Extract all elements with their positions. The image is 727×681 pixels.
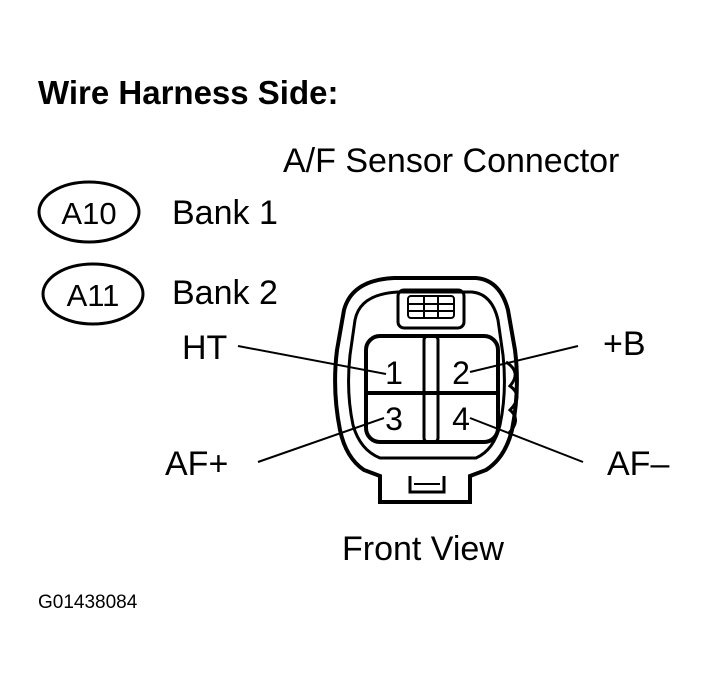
connector-title: A/F Sensor Connector [283, 142, 619, 180]
connector-inner-shell [347, 290, 506, 460]
pin-signal-ht: HT [182, 329, 227, 367]
connector-a11: A11 Bank 2 [41, 262, 278, 326]
pin-signal-b-plus: +B [603, 325, 646, 363]
connector-a10: A10 Bank 1 [37, 180, 278, 244]
pin-number-1: 1 [385, 355, 403, 391]
connector-body [333, 276, 519, 504]
pin-number-4: 4 [452, 401, 470, 437]
pin-number-2: 2 [452, 355, 470, 391]
bank-label-2: Bank 2 [172, 274, 278, 312]
connector-id-a10: A10 [61, 196, 116, 231]
bank-label-1: Bank 1 [172, 194, 278, 232]
bottom-key [408, 476, 446, 494]
connector-outer-shell [333, 276, 519, 504]
figure-code: G01438084 [38, 592, 138, 613]
leader-line-af-plus [257, 417, 385, 463]
connector-id-outline [41, 262, 145, 326]
pin-number-3: 3 [385, 401, 403, 437]
pin-signal-af-minus: AF– [607, 445, 669, 483]
pin-signal-af-plus: AF+ [165, 445, 228, 483]
leader-line-ht [237, 345, 387, 375]
side-keys [505, 360, 519, 436]
heading: Wire Harness Side: [38, 74, 338, 111]
leader-line-af-minus [469, 417, 584, 463]
leader-line-b-plus [469, 345, 579, 373]
center-divider [422, 334, 440, 444]
connector-id-outline [37, 180, 141, 244]
view-label: Front View [342, 530, 504, 568]
connector-id-a11: A11 [67, 278, 120, 313]
latch-tab [396, 288, 466, 330]
